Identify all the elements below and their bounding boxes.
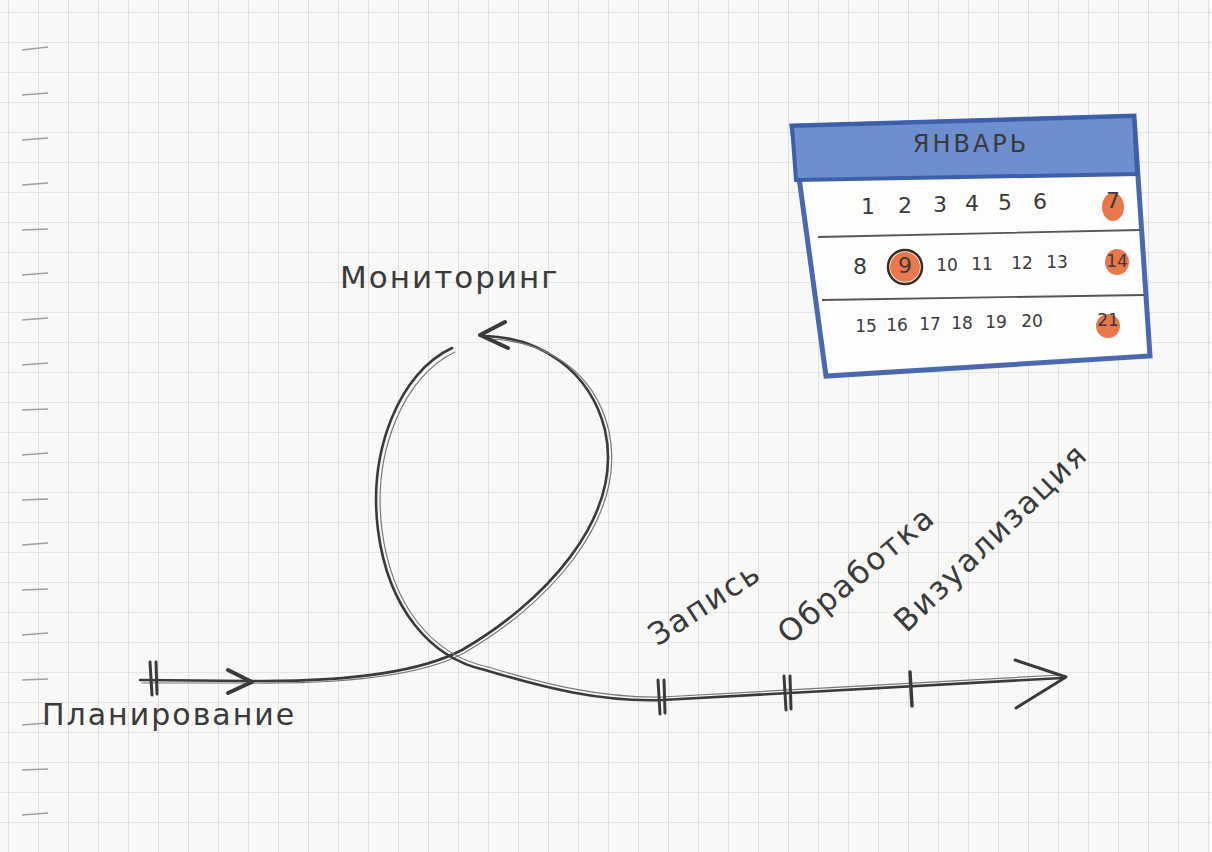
- calendar-box: ЯНВАРЬ: [788, 112, 1154, 380]
- calendar-day: 20: [1021, 313, 1043, 330]
- calendar-day: 4: [965, 193, 979, 215]
- calendar-day: 16: [886, 317, 908, 334]
- calendar-day: 19: [985, 314, 1007, 331]
- stage-label: Планирование: [42, 700, 296, 730]
- calendar-day: 21: [1097, 312, 1119, 329]
- calendar-day: 13: [1046, 254, 1068, 271]
- stage-label: Запись: [643, 556, 766, 651]
- calendar-day: 6: [1033, 191, 1047, 213]
- holiday-marks: [890, 193, 1129, 338]
- calendar-day: 7: [1106, 190, 1120, 212]
- date-circle: [888, 250, 922, 284]
- timeline: [140, 322, 1066, 714]
- calendar-day: 10: [936, 257, 958, 274]
- calendar-day: 9: [898, 255, 912, 277]
- calendar-day: 3: [933, 194, 947, 216]
- calendar-day: 12: [1011, 255, 1033, 272]
- calendar-day: 5: [998, 192, 1012, 214]
- row-divider: [818, 230, 1144, 300]
- month-name: ЯНВАРЬ: [788, 130, 1154, 158]
- calendar-day: 15: [855, 318, 877, 335]
- calendar-day: 14: [1106, 253, 1128, 270]
- calendar-day: 18: [951, 315, 973, 332]
- stage-label: Мониторинг: [340, 262, 560, 293]
- calendar-day: 8: [853, 256, 867, 278]
- calendar-day: 17: [919, 316, 941, 333]
- calendar-day: 2: [898, 195, 912, 217]
- calendar-day: 11: [971, 256, 993, 273]
- calendar-day: 1: [861, 196, 875, 218]
